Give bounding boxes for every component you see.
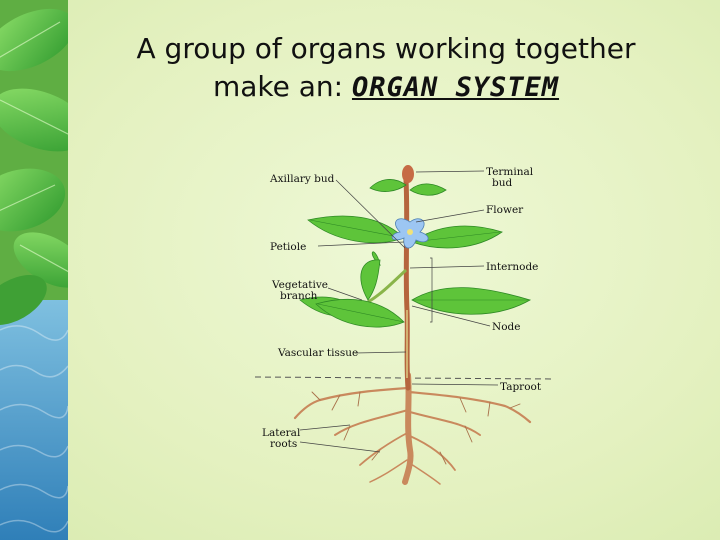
plant-diagram-svg: Axillary bud Terminal bud Flower Petiole… (254, 165, 556, 485)
leaf-water-illustration (0, 0, 68, 540)
label-flower: Flower (486, 204, 524, 216)
flower (391, 218, 429, 249)
title-line-1: A group of organs working together (136, 32, 636, 65)
leaf (369, 179, 407, 192)
vegetative-branch (367, 268, 408, 304)
label-vegetative-branch-2: branch (280, 290, 318, 302)
label-taproot: Taproot (500, 381, 542, 393)
leaves (299, 179, 532, 328)
label-terminal-bud-1: Terminal (486, 166, 534, 178)
terminal-bud (402, 165, 414, 183)
leaf (307, 215, 405, 244)
decorative-leaf-strip (0, 0, 68, 540)
title-line-2: make an: ORGAN SYSTEM (80, 68, 692, 107)
leaf (315, 298, 405, 328)
label-terminal-bud-2: bud (492, 177, 512, 189)
label-petiole: Petiole (270, 241, 306, 253)
leaf (409, 183, 447, 196)
label-internode: Internode (486, 261, 538, 273)
title-prefix: make an: (212, 70, 344, 103)
leader-lines (299, 170, 499, 453)
stem (367, 165, 414, 391)
roots (293, 372, 532, 485)
label-lateral-roots-1: Lateral (262, 427, 301, 439)
leaf (411, 287, 532, 315)
label-axillary-bud: Axillary bud (269, 173, 335, 185)
label-vegetative-branch-1: Vegetative (271, 279, 328, 291)
title-emphasis: ORGAN SYSTEM (351, 72, 560, 103)
label-lateral-roots-2: roots (270, 438, 297, 450)
diagram-labels: Axillary bud Terminal bud Flower Petiole… (262, 166, 542, 450)
plant-diagram: Axillary bud Terminal bud Flower Petiole… (240, 160, 570, 490)
label-vascular-tissue: Vascular tissue (277, 347, 358, 359)
slide-title: A group of organs working together make … (80, 30, 692, 107)
label-node: Node (492, 321, 520, 333)
leaf (360, 259, 381, 301)
